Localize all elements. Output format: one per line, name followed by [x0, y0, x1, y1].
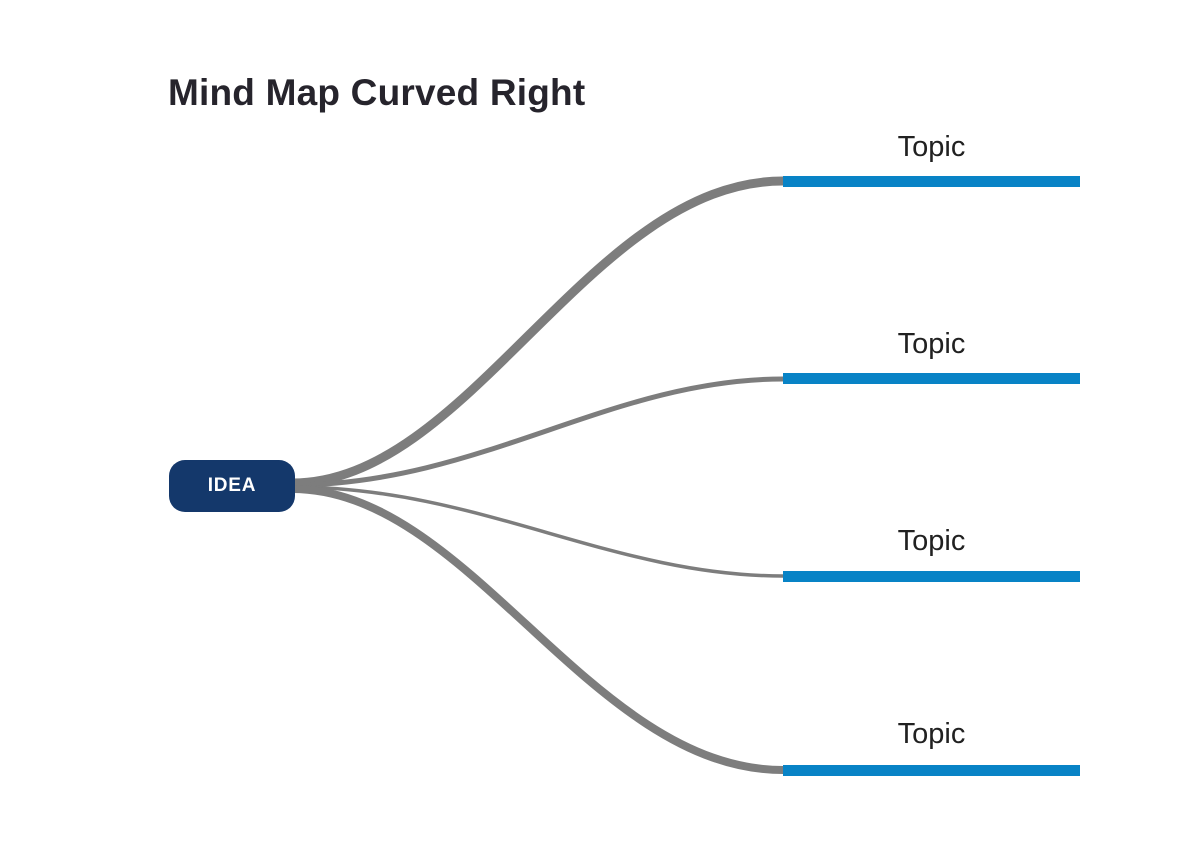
- connector-curve-topic-4: [291, 485, 784, 774]
- connector-curve-topic-2: [291, 376, 784, 488]
- idea-node[interactable]: IDEA: [169, 460, 295, 512]
- connector-curve-topic-1: [291, 176, 784, 488]
- topic-bar-2[interactable]: [783, 373, 1080, 384]
- topic-bar-4[interactable]: [783, 765, 1080, 776]
- topic-label-4[interactable]: Topic: [897, 718, 966, 750]
- topic-label-2[interactable]: Topic: [897, 328, 966, 360]
- diagram-title: Mind Map Curved Right: [168, 72, 586, 113]
- connector-curve-topic-3: [291, 485, 784, 578]
- topic-bar-1[interactable]: [783, 176, 1080, 187]
- idea-node-label: IDEA: [207, 475, 257, 496]
- topic-label-3[interactable]: Topic: [897, 525, 966, 557]
- topic-label-1[interactable]: Topic: [897, 131, 966, 163]
- topic-bar-3[interactable]: [783, 571, 1080, 582]
